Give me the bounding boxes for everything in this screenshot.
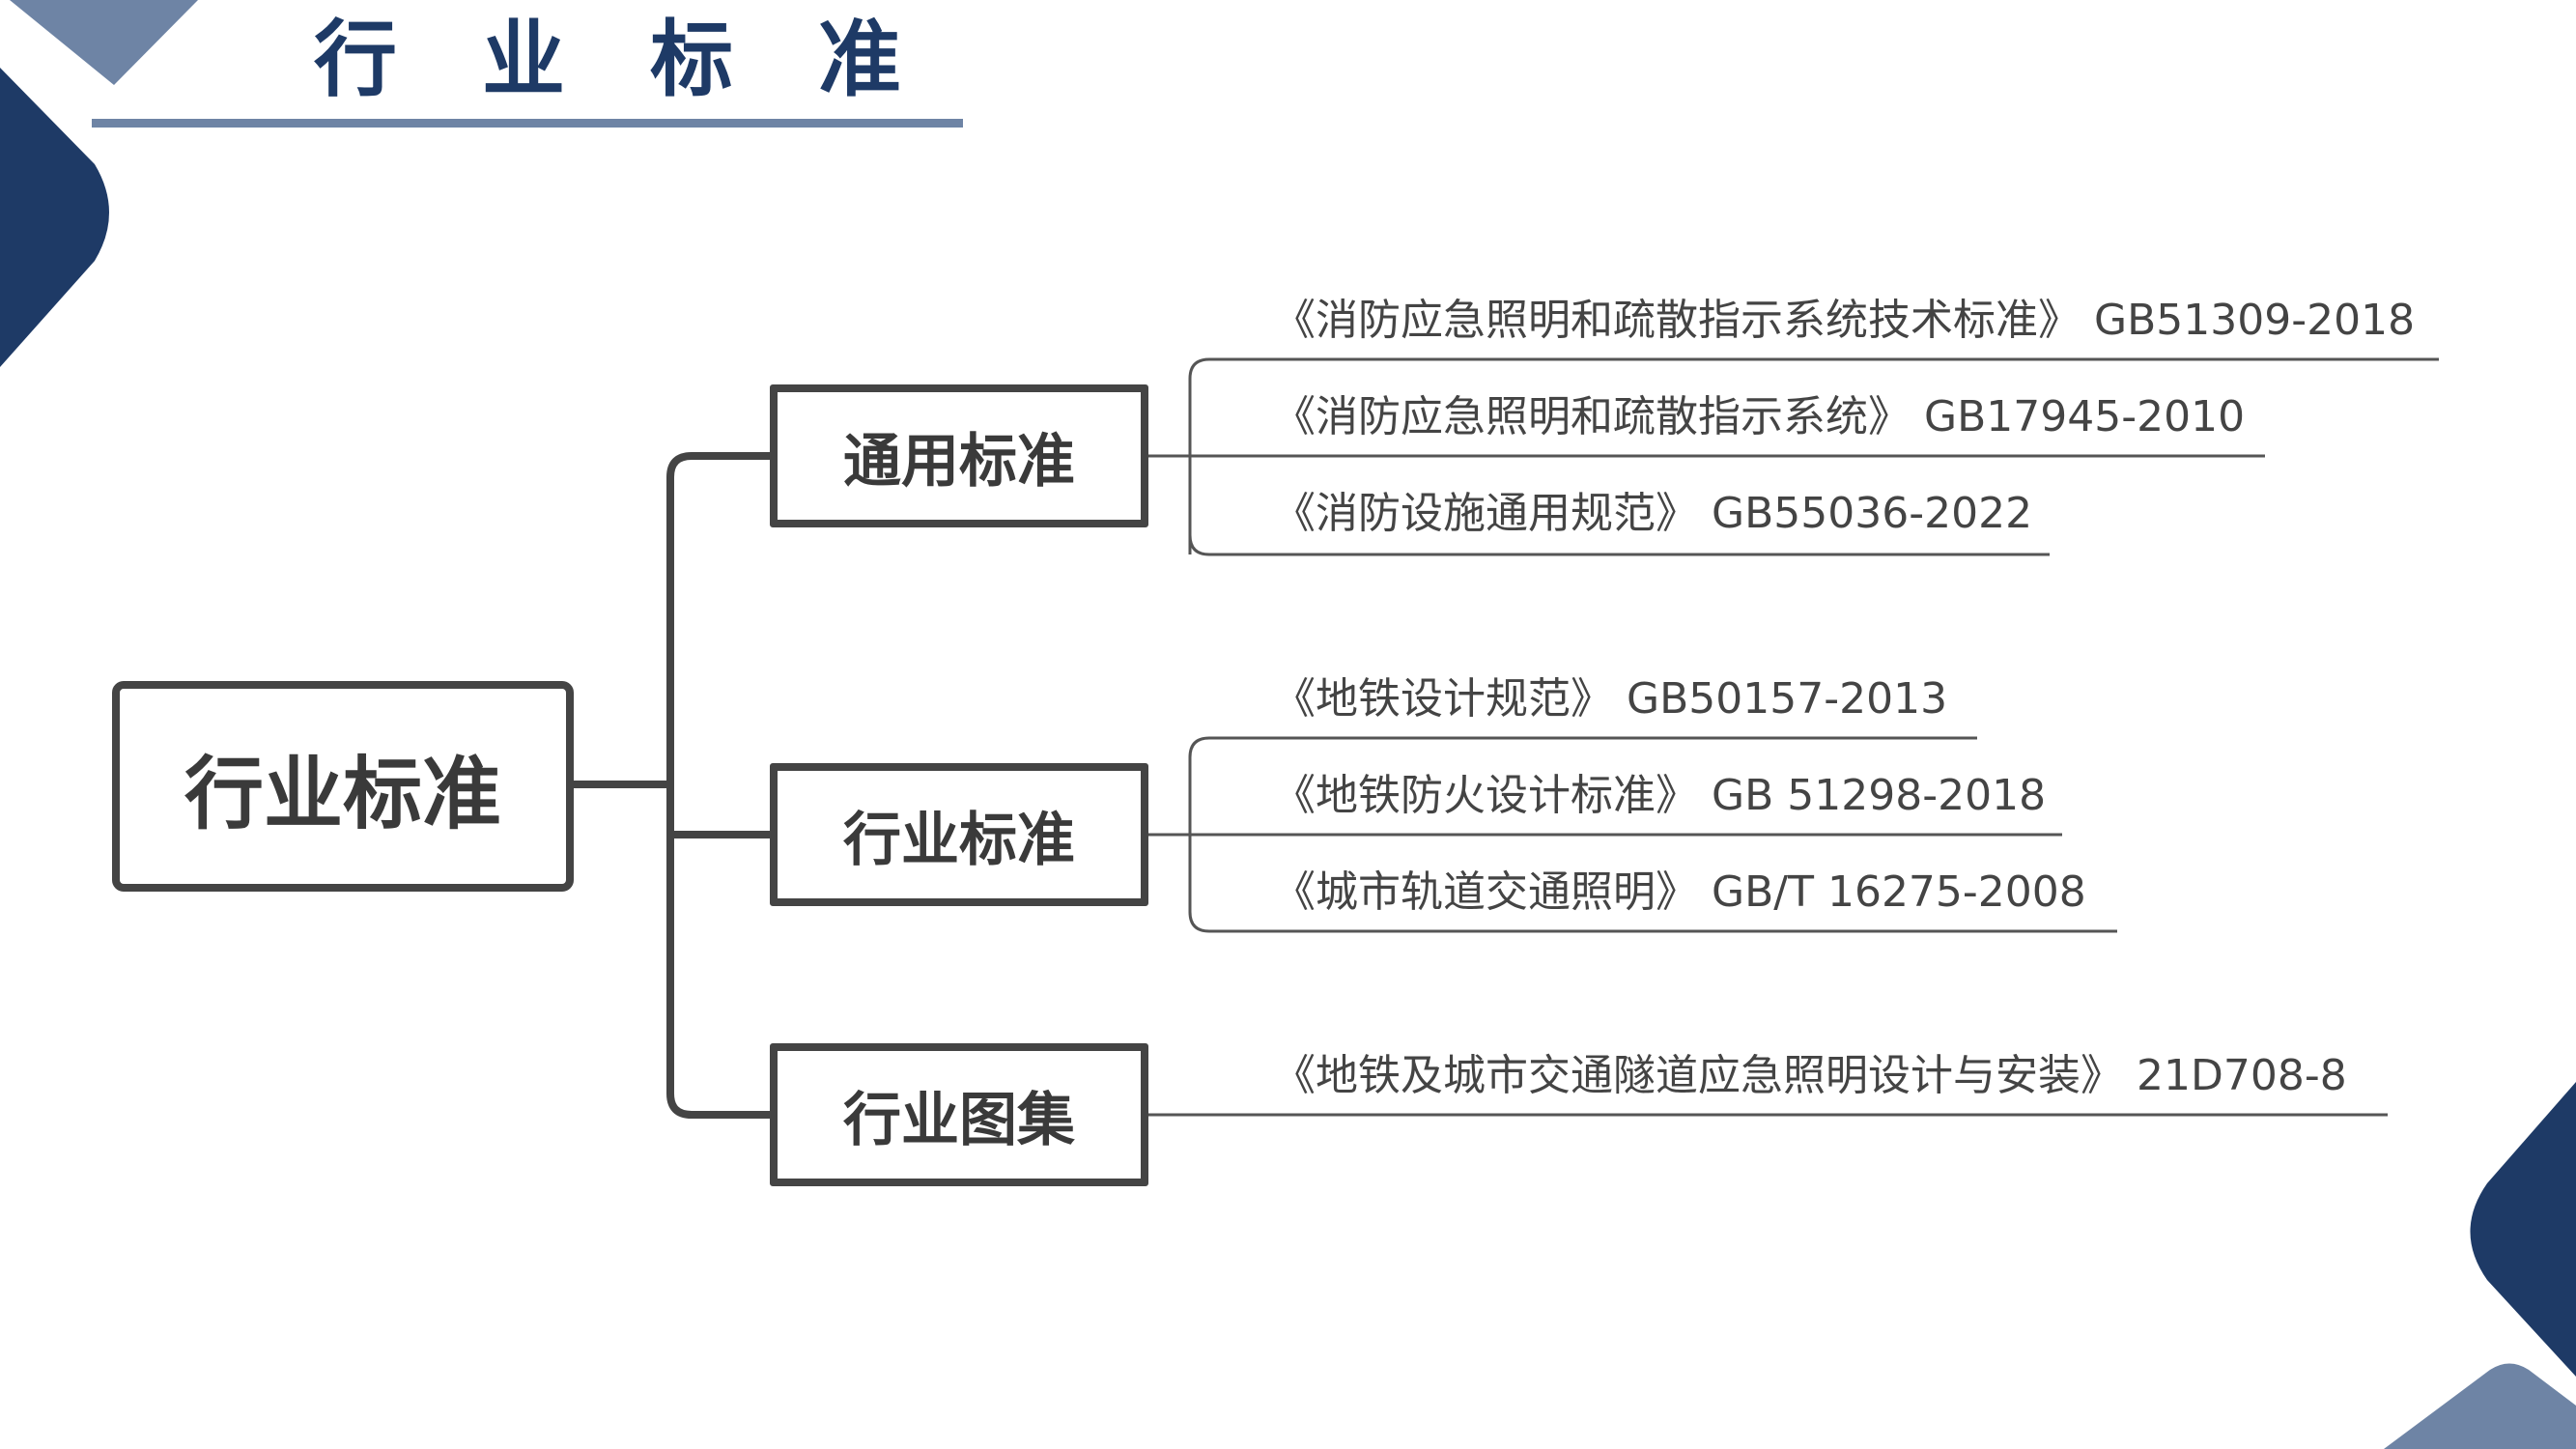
page-title: 行业标准 (314, 12, 986, 108)
branch-node-industry-standards: 行业标准 (770, 763, 1148, 906)
standard-item: 《消防应急照明和疏散指示系统》 GB17945-2010 (1273, 392, 2246, 441)
standard-item: 《地铁防火设计标准》 GB 51298-2018 (1273, 771, 2047, 820)
root-connectors (574, 452, 770, 1119)
corner-diamond-left (0, 68, 109, 367)
standard-item: 《消防应急照明和疏散指示系统技术标准》 GB51309-2018 (1273, 296, 2416, 345)
corner-triangle-top-left (10, 0, 198, 85)
title-underline (92, 119, 963, 128)
mindmap-root-node: 行业标准 (112, 681, 574, 892)
standard-item: 《消防设施通用规范》 GB55036-2022 (1273, 489, 2033, 538)
branch-node-industry-atlas: 行业图集 (770, 1043, 1148, 1186)
standard-item: 《城市轨道交通照明》 GB/T 16275-2008 (1273, 867, 2086, 917)
corner-diamond-right (2470, 1082, 2576, 1377)
standard-item: 《地铁设计规范》 GB50157-2013 (1273, 674, 1948, 724)
standard-item: 《地铁及城市交通隧道应急照明设计与安装》 21D708-8 (1273, 1051, 2347, 1100)
leaf-connectors (1148, 357, 2439, 1117)
corner-triangle-bottom-right (2384, 1363, 2576, 1449)
branch-node-general-standards: 通用标准 (770, 384, 1148, 527)
